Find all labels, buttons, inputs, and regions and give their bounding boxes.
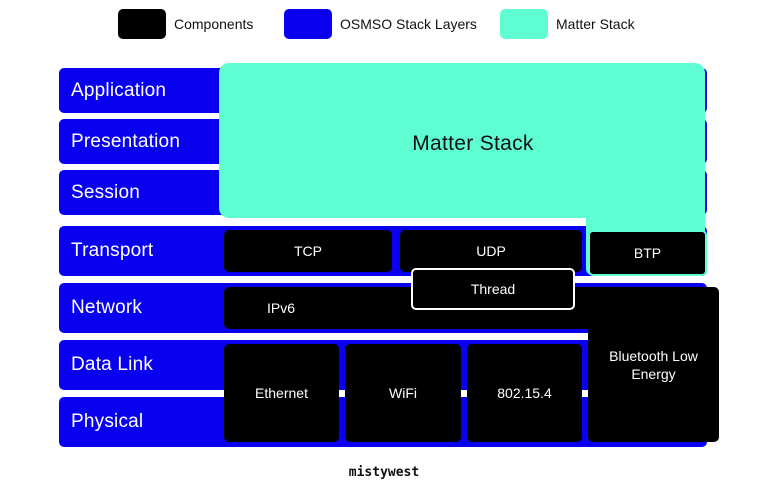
legend-label-components: Components [174, 16, 254, 32]
component-thread: Thread [411, 268, 575, 310]
component-ipv6-label: IPv6 [267, 300, 296, 316]
component-udp: UDP [400, 230, 582, 272]
component-ble-label: Bluetooth Low Energy [609, 347, 698, 382]
layer-label-physical: Physical [71, 411, 144, 432]
component-bluetooth-low-energy: Bluetooth Low Energy [588, 287, 719, 442]
component-802-15-4: 802.15.4 [467, 344, 582, 442]
layer-label-application: Application [71, 79, 167, 101]
layer-label-presentation: Presentation [71, 130, 181, 152]
legend-swatch-matter [500, 9, 548, 39]
component-tcp: TCP [224, 230, 392, 272]
matter-stack-label: Matter Stack [412, 132, 534, 155]
brand-footer: mistywest [348, 465, 420, 480]
layer-label-transport: Transport [71, 240, 154, 261]
matter-stack-block [219, 63, 705, 218]
legend-label-osi-layers: OSMSO Stack Layers [340, 16, 477, 32]
legend-swatch-components [118, 9, 166, 39]
layer-label-data-link: Data Link [71, 354, 154, 375]
layer-label-network: Network [71, 297, 143, 318]
layer-label-session: Session [71, 181, 140, 203]
component-ethernet: Ethernet [224, 344, 339, 442]
component-wifi: WiFi [345, 344, 461, 442]
legend-swatch-osi-layers [284, 9, 332, 39]
component-btp: BTP [588, 230, 707, 276]
legend-label-matter: Matter Stack [556, 16, 635, 32]
